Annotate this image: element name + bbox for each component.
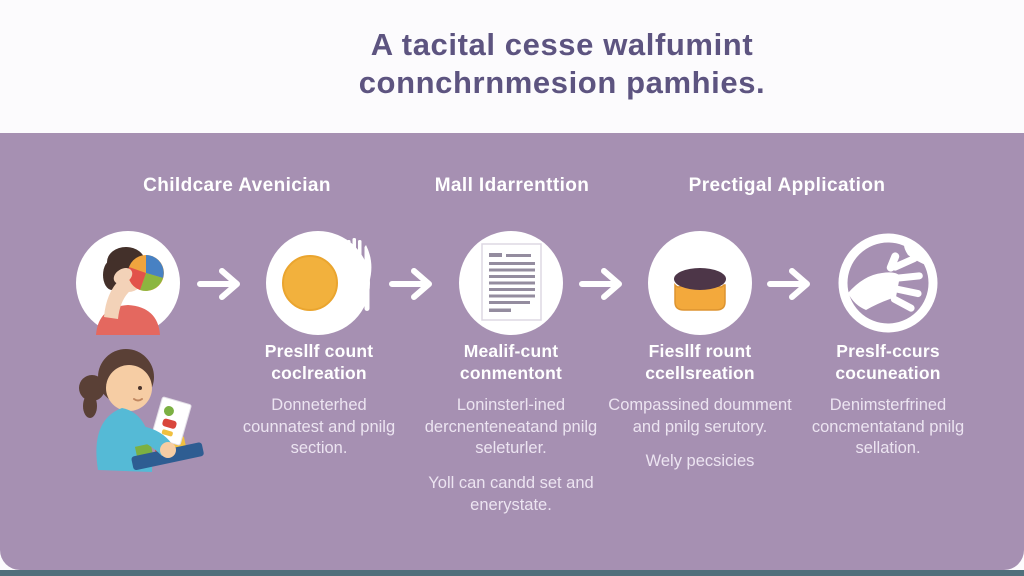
step-text-meal-plate: Presllf count coclreation Donneterhed co… bbox=[233, 340, 405, 473]
meal-plate-cutlery-icon bbox=[282, 238, 372, 311]
step-circle-3 bbox=[459, 231, 563, 335]
hands-icon bbox=[838, 233, 938, 333]
arrow-icon bbox=[389, 267, 435, 301]
step-heading: Fiesllf rount ccellsreation bbox=[645, 341, 755, 384]
arrow-icon bbox=[197, 267, 243, 301]
step-circle-1 bbox=[76, 231, 180, 335]
bottom-accent-bar bbox=[0, 570, 1024, 576]
step-text-cake: Fiesllf rount ccellsreation Compassined … bbox=[608, 340, 792, 486]
step-body: Compassined doumment and pnilg serutory. bbox=[608, 395, 792, 436]
step-circle-4 bbox=[648, 231, 752, 335]
step-circle-2 bbox=[266, 231, 372, 335]
step-heading: Preslf-ccurs cocuneation bbox=[835, 341, 941, 384]
step-heading: Presllf count coclreation bbox=[264, 341, 374, 384]
section-header-practical: Prectigal Application bbox=[688, 175, 886, 196]
child-thinking-pie-chart-icon bbox=[96, 247, 164, 335]
step-body: Wely pecsicies bbox=[645, 452, 755, 471]
step-heading: Mealif-cunt conmentont bbox=[459, 341, 563, 384]
step-body: Denimsterfrined concmentatand pnilg sell… bbox=[811, 395, 965, 458]
document-icon bbox=[481, 243, 542, 321]
content-panel: Childcare Avenician Mall Idarrenttion Pr… bbox=[0, 133, 1024, 570]
title-line-2: connchrnmesion pamhies. bbox=[358, 65, 766, 100]
arrow-icon bbox=[767, 267, 813, 301]
step-circle-5 bbox=[836, 231, 940, 335]
section-header-meal: Mall Idarrenttion bbox=[434, 175, 590, 196]
step-body: Donneterhed counnatest and pnilg section… bbox=[242, 395, 396, 458]
section-header-childcare: Childcare Avenician bbox=[143, 175, 331, 196]
arrow-icon bbox=[579, 267, 625, 301]
step-text-hands: Preslf-ccurs cocuneation Denimsterfrined… bbox=[791, 340, 985, 473]
step-body: Yoll can candd set and enerystate. bbox=[428, 474, 594, 514]
step-text-document: Mealif-cunt conmentont Loninsterl-ined d… bbox=[414, 340, 608, 530]
title-line-1: A tacital cesse walfumint bbox=[370, 27, 754, 62]
step-body: Loninsterl-ined dercnenteneatand pnilg s… bbox=[424, 395, 598, 458]
child-reading-food-tray-illustration bbox=[64, 336, 228, 512]
cake-icon bbox=[674, 268, 726, 311]
page-title: A tacital cesse walfumint connchrnmesion… bbox=[0, 26, 1024, 102]
